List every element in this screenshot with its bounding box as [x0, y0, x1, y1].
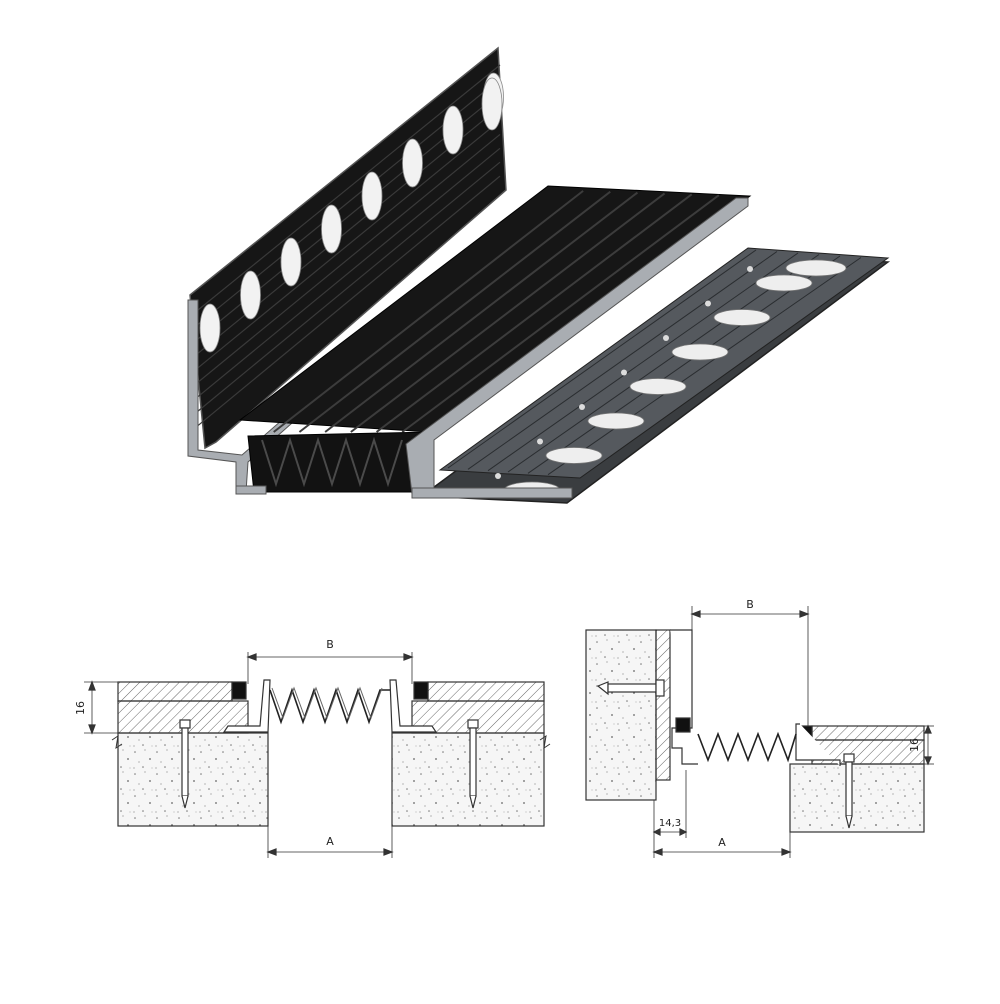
right-groove-line	[547, 257, 862, 476]
floor-tile	[811, 725, 925, 741]
dim-height-label-left: 16	[74, 701, 87, 715]
left-flange-hole	[321, 204, 342, 254]
section-drawing-floor-to-floor	[84, 652, 551, 858]
rubber-rib	[375, 193, 693, 433]
anchor-wall	[596, 679, 665, 697]
dim-a-r-arrow-right	[781, 848, 792, 856]
dim-h-arrow-top	[88, 680, 96, 691]
dim-h-r-arrow-top	[924, 724, 932, 734]
left-groove-line	[197, 133, 501, 383]
floor-concrete	[789, 763, 925, 833]
bellows-zigzag	[261, 436, 403, 488]
profile-right	[389, 679, 438, 733]
dim-h-r-arrow-bottom	[924, 756, 932, 766]
right-groove-line	[507, 254, 820, 473]
right-channel-foot	[411, 487, 573, 499]
wall-render	[655, 629, 671, 781]
dim-b-label-left: B	[326, 638, 334, 651]
right-flange-small-hole	[705, 300, 711, 307]
seal-left	[231, 681, 247, 700]
right-flange-small-hole	[621, 369, 627, 376]
break-mark-right	[539, 734, 551, 750]
tile-right	[427, 681, 545, 702]
dim-height-label-right: 16	[908, 738, 921, 752]
dim-b-arrow-head-left	[246, 653, 257, 661]
concrete-slab-right	[391, 732, 545, 827]
dim-offset-arrow-right	[679, 828, 688, 836]
section-drawing-wall-to-floor	[585, 606, 934, 858]
wall-profile	[670, 629, 698, 765]
bellows-right-section	[697, 731, 797, 763]
anchor-floor	[843, 753, 855, 829]
anchor-left	[179, 719, 191, 809]
left-flange-hole	[361, 171, 383, 221]
left-flange-holes	[199, 72, 504, 353]
right-flange-hole	[545, 447, 603, 464]
right-groove-line	[527, 255, 841, 474]
left-flange-hole	[240, 270, 261, 320]
right-flange-small-hole	[579, 404, 585, 410]
rubber-insert-ribs	[273, 190, 720, 433]
left-flange-hole	[442, 105, 464, 155]
left-groove-line	[197, 120, 501, 369]
dim-a-arrow-head-right	[383, 848, 394, 856]
left-groove-line	[197, 64, 501, 311]
right-flange-hole	[713, 309, 771, 326]
left-flange-hole	[402, 138, 423, 188]
right-flange-small-hole	[495, 473, 501, 479]
right-flange-hole	[587, 412, 645, 430]
dim-b-label-right: B	[746, 598, 754, 611]
rubber-rib	[298, 190, 611, 433]
floor-profile	[795, 723, 841, 766]
dim-a-label-right: A	[718, 836, 726, 849]
dim-a-arrow-head-left	[266, 848, 277, 856]
right-flange-small-hole	[663, 335, 669, 341]
right-groove-line	[447, 249, 757, 469]
profile-left	[222, 679, 271, 733]
right-flange-hole	[785, 259, 847, 277]
dim-b-r-arrow-right	[799, 610, 810, 618]
dim-offset-label-right: 14,3	[659, 818, 681, 829]
rubber-rib	[350, 192, 666, 433]
right-flange-hole	[629, 378, 687, 395]
expansion-joint-profile-render	[187, 46, 891, 504]
rubber-rib	[273, 190, 584, 433]
right-flange-grooves	[447, 249, 862, 476]
dim-a-label-left: A	[326, 835, 334, 848]
rubber-rib	[401, 194, 720, 433]
dim-a-r-arrow-left	[652, 848, 663, 856]
left-flange-hole	[280, 237, 302, 287]
concrete-slab-left	[117, 732, 269, 827]
left-channel-foot	[235, 485, 267, 495]
rubber-rib	[324, 191, 639, 433]
left-groove-line	[197, 175, 501, 427]
right-flange-hole	[671, 343, 729, 361]
right-flange-hole	[755, 274, 813, 292]
dim-offset-arrow-left	[652, 828, 661, 836]
left-groove-line	[197, 147, 501, 398]
seal-right	[413, 681, 429, 700]
right-flange-small-hole	[747, 266, 753, 272]
tile-left	[117, 681, 233, 702]
dim-h-arrow-bottom	[88, 724, 96, 735]
seal-wall	[675, 717, 691, 733]
wall-concrete	[585, 629, 657, 801]
dim-b-arrow-head-right	[403, 653, 414, 661]
left-flange-hole	[199, 303, 221, 353]
dim-b-r-arrow-left	[690, 610, 701, 618]
right-groove-line	[467, 251, 778, 470]
right-flange-small-hole	[537, 438, 543, 445]
bellows-left-section-inner	[271, 686, 383, 720]
left-flange-hole	[481, 77, 503, 131]
bellows-left-section	[269, 687, 390, 725]
left-groove-line	[197, 161, 501, 412]
anchor-right	[467, 719, 479, 809]
right-groove-line	[487, 252, 799, 472]
break-mark-left	[111, 734, 123, 750]
